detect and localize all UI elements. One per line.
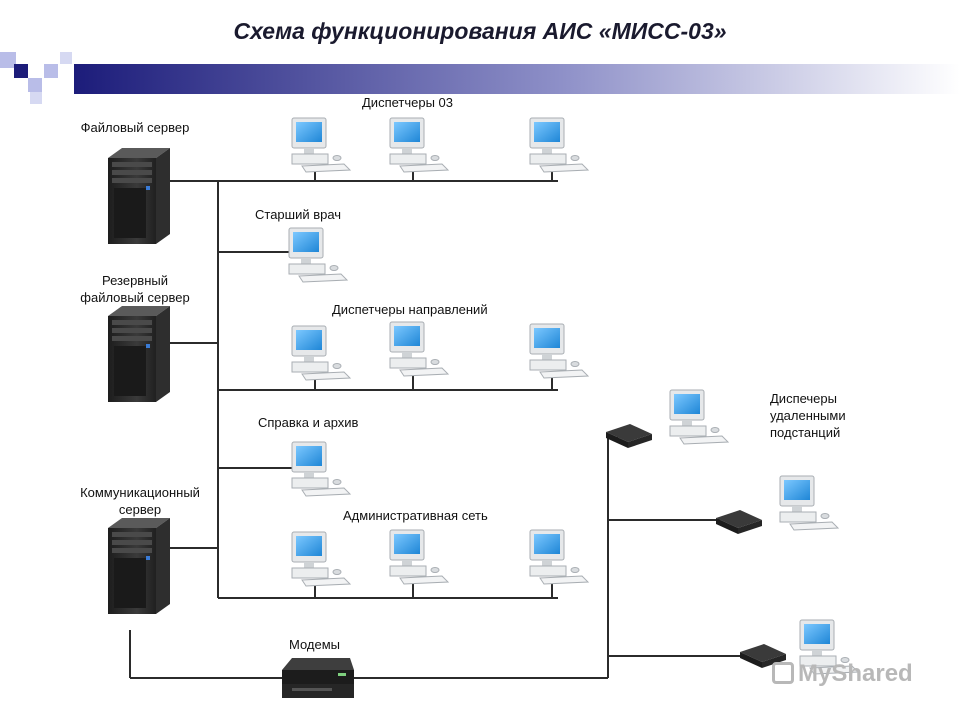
remote-dispatchers-label-line2: удаленными — [770, 408, 846, 423]
backup-server-label-line1: Резервный — [101, 273, 168, 288]
direction-dispatchers-label: Диспетчеры направлений — [332, 302, 488, 317]
modems-label: Модемы — [289, 637, 341, 652]
computer-icon — [291, 117, 351, 173]
reference-archive-label: Справка и архив — [258, 415, 359, 430]
computer-icon — [389, 321, 449, 377]
remote-dispatchers-label-line1: Диспечеры — [770, 391, 837, 406]
comm-server-label-line2: сервер — [118, 502, 162, 517]
computer-icon — [291, 325, 351, 381]
modem-icon — [606, 424, 652, 448]
server-icon — [108, 518, 170, 614]
dispatchers-03-label: Диспетчеры 03 — [362, 95, 454, 110]
computer-icon — [288, 227, 348, 283]
computer-icon — [779, 475, 839, 531]
watermark: MyShared — [772, 660, 913, 688]
modem-rack-icon — [282, 658, 354, 698]
admin-network-label: Административная сеть — [343, 508, 488, 523]
file-server-label: Файловый сервер — [80, 120, 190, 135]
header-bar — [0, 52, 960, 104]
computer-icon — [529, 117, 589, 173]
network-lines — [129, 166, 744, 679]
computer-icon — [529, 529, 589, 585]
remote-dispatchers-label: Диспечеры удаленными подстанций — [770, 390, 846, 441]
comm-server-label: Коммуникационный сервер — [60, 484, 220, 518]
backup-server-label-line2: файловый сервер — [80, 290, 190, 305]
server-icon — [108, 148, 170, 244]
backup-server-label: Резервный файловый сервер — [60, 272, 210, 306]
watermark-text: MyShared — [798, 660, 913, 687]
server-icon — [108, 306, 170, 402]
comm-server-label-line1: Коммуникационный — [80, 485, 200, 500]
computer-icon — [529, 323, 589, 379]
computer-icon — [669, 389, 729, 445]
remote-dispatchers-label-line3: подстанций — [770, 425, 841, 440]
page-title: Схема функционирования АИС «МИСС-03» — [233, 18, 727, 44]
computer-icon — [291, 441, 351, 497]
computer-icon — [389, 529, 449, 585]
computer-icon — [291, 531, 351, 587]
computer-icon — [389, 117, 449, 173]
watermark-icon — [772, 662, 794, 684]
senior-doctor-label: Старший врач — [255, 207, 342, 222]
modem-icon — [716, 510, 762, 534]
